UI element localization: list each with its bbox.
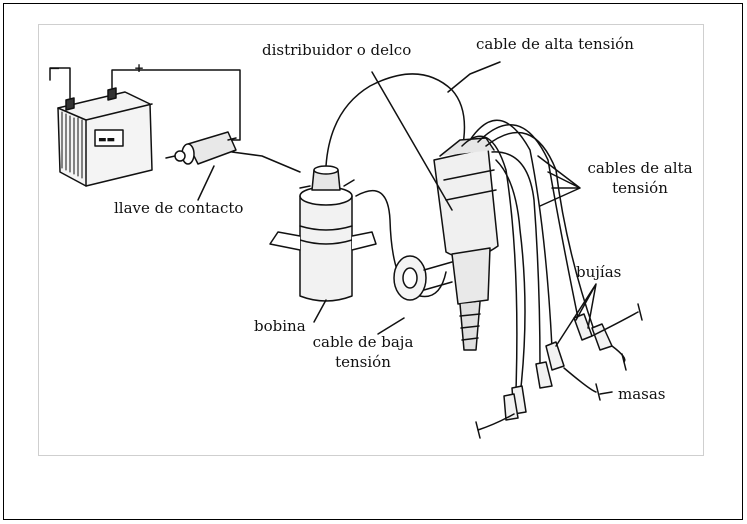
ignition-key <box>166 132 300 172</box>
distribuidor-label: distribuidor o delco <box>262 42 411 59</box>
coil-bobina <box>270 166 376 301</box>
bobina-leader <box>314 300 326 322</box>
llave-leader <box>198 166 214 200</box>
svg-text:▬▬: ▬▬ <box>98 135 115 145</box>
battery-positive-label: + <box>134 60 144 77</box>
llave-label: llave de contacto <box>114 200 243 217</box>
cable-alta-top-label: cable de alta tensión <box>476 36 634 53</box>
cables-alta-label-line1: cables de alta <box>584 160 696 177</box>
cable-baja-leader <box>378 318 404 334</box>
cables-alta-leaders <box>538 156 580 206</box>
distribuidor-leader <box>372 72 452 210</box>
battery-negative-label: − <box>48 60 61 77</box>
bobina-label: bobina <box>254 318 306 335</box>
cable-alta-top-leader <box>448 62 500 92</box>
bujias-label: bujías <box>576 264 621 281</box>
ground-masas <box>476 304 642 438</box>
masas-label: masas <box>618 386 666 403</box>
cable-baja-label-line2: tensión <box>302 354 424 371</box>
cable-baja-label-line1: cable de baja <box>302 334 424 351</box>
distributor-delco <box>394 138 498 350</box>
masas-leader <box>600 392 612 394</box>
cables-alta-label-line2: tensión <box>584 180 696 197</box>
spark-plugs <box>504 314 612 420</box>
battery: ▬▬ <box>58 88 152 186</box>
